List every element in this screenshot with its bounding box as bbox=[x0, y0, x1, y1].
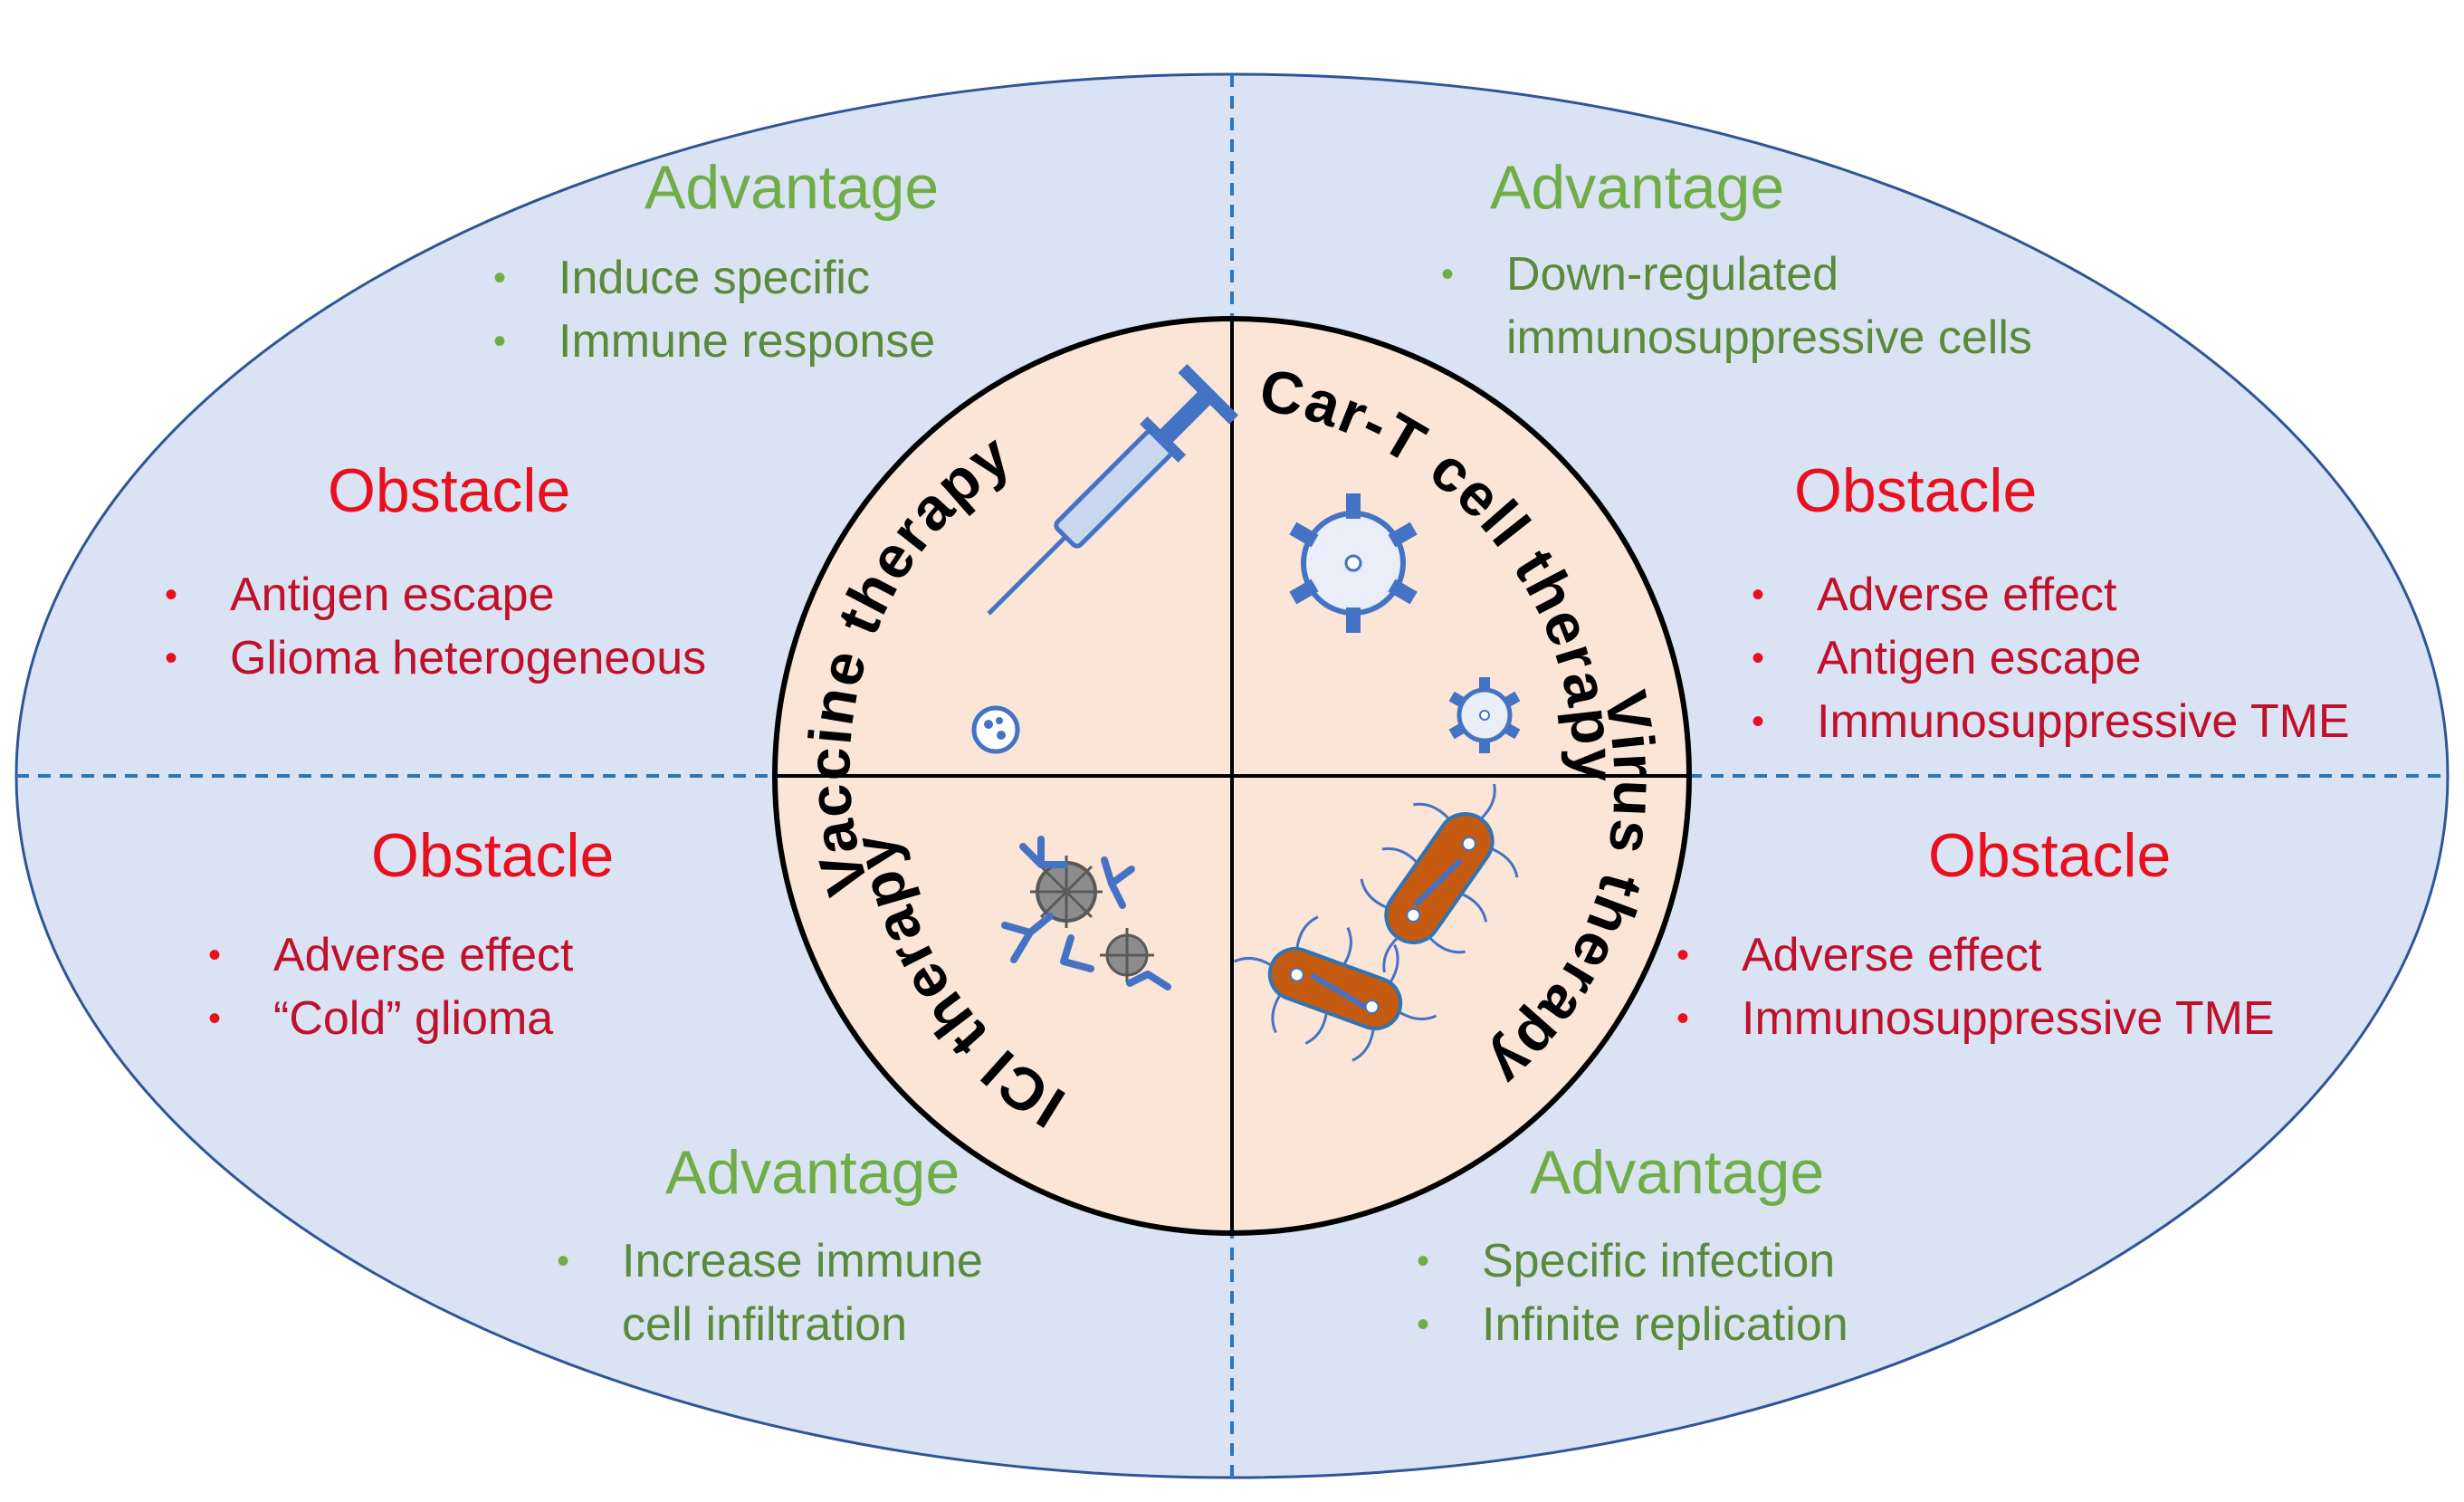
list-item: •Immune response bbox=[493, 315, 936, 368]
top-left-advantage-title: Advantage bbox=[645, 153, 940, 222]
list-item: •Immunosuppressive TME bbox=[1752, 695, 2350, 748]
syringe-icon bbox=[987, 364, 1238, 616]
bottom-left-advantage-title: Advantage bbox=[665, 1138, 960, 1207]
list-item: •Adverse effect bbox=[1676, 929, 2042, 981]
list-item: •Down-regulated bbox=[1441, 248, 1839, 301]
top-left-obstacle-title: Obstacle bbox=[328, 456, 571, 525]
list-item: •Immunosuppressive TME bbox=[1676, 992, 2275, 1045]
list-item: •Antigen escape bbox=[165, 569, 555, 621]
antibody-virus-icon bbox=[1001, 836, 1171, 990]
top-left-obstacle-list: •Antigen escape •Glioma heterogeneous bbox=[165, 563, 706, 690]
list-item: •Adverse effect bbox=[1752, 569, 2117, 621]
list-item: •Increase immune bbox=[557, 1235, 983, 1287]
top-left-advantage-list: •Induce specific •Immune response bbox=[493, 246, 935, 373]
bottom-right-obstacle-list: •Adverse effect •Immunosuppressive TME bbox=[1676, 923, 2275, 1050]
list-item: •Induce specific bbox=[493, 252, 870, 304]
bottom-left-obstacle-title: Obstacle bbox=[371, 821, 615, 890]
top-right-advantage-list: •Down-regulated immunosuppressive cells bbox=[1441, 243, 2032, 369]
bottom-right-advantage-title: Advantage bbox=[1530, 1138, 1825, 1207]
list-item: •Specific infection bbox=[1417, 1235, 1836, 1287]
car-t-cell-icon bbox=[1289, 493, 1521, 753]
top-right-obstacle-list: •Adverse effect •Antigen escape •Immunos… bbox=[1752, 563, 2350, 753]
bottom-left-obstacle-list: •Adverse effect •“Cold” glioma bbox=[208, 923, 573, 1050]
top-right-advantage-title: Advantage bbox=[1490, 153, 1785, 222]
bottom-left-advantage-list: •Increase immune cell infiltration bbox=[557, 1229, 983, 1356]
bottom-right-obstacle-title: Obstacle bbox=[1928, 821, 2172, 890]
list-item: •Glioma heterogeneous bbox=[165, 632, 707, 684]
vaccine-drop-icon bbox=[971, 705, 1020, 754]
list-item: •Antigen escape bbox=[1752, 632, 2142, 684]
list-item: •“Cold” glioma bbox=[208, 992, 554, 1045]
list-item: immunosuppressive cells bbox=[1506, 311, 2032, 364]
list-item: •Infinite replication bbox=[1417, 1298, 1848, 1351]
bacteria-virus-icon bbox=[1233, 783, 1519, 1062]
bottom-right-advantage-list: •Specific infection •Infinite replicatio… bbox=[1417, 1229, 1848, 1356]
list-item: •Adverse effect bbox=[208, 929, 574, 981]
list-item: cell infiltration bbox=[622, 1298, 908, 1351]
top-right-obstacle-title: Obstacle bbox=[1794, 456, 2038, 525]
